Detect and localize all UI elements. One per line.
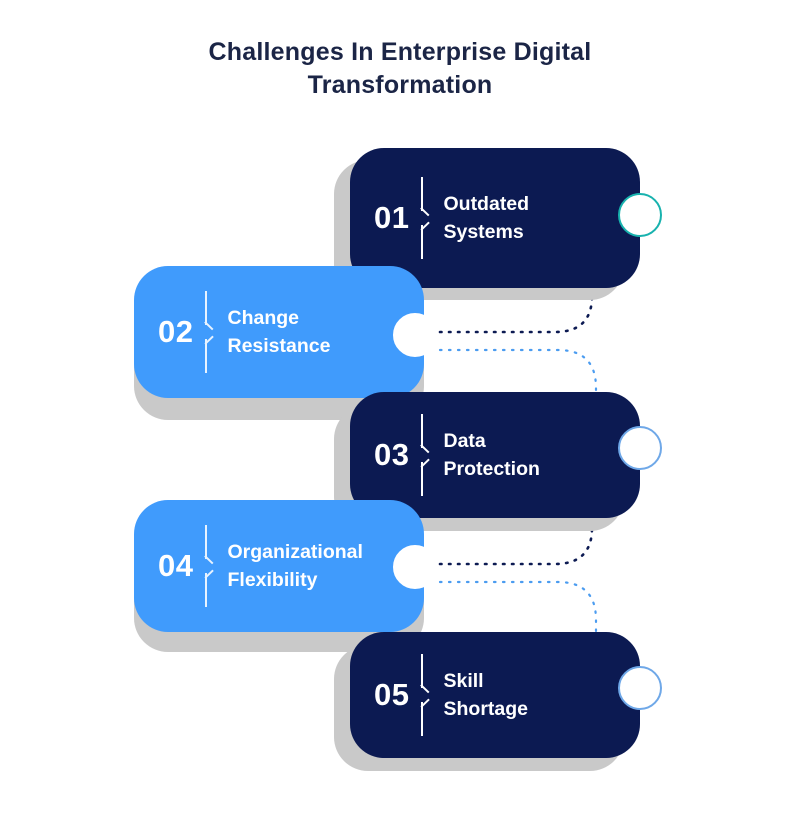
card-02-body[interactable]: 02 Change Resistance [134,266,424,398]
card-04-label: Organizational Flexibility [227,540,363,591]
card-04-node-circle[interactable] [393,545,437,589]
card-02-label: Change Resistance [227,306,331,357]
card-02-number: 02 [158,314,194,349]
card-03-label: Data Protection [443,429,540,480]
card-04-body[interactable]: 04 Organizational Flexibility [134,500,424,632]
card-03-divider-icon [421,414,433,496]
card-01-divider-icon [421,177,433,259]
card-05-node-circle[interactable] [618,666,662,710]
card-01-label: Outdated Systems [443,192,530,243]
card-05-number: 05 [374,677,410,712]
page-title: Challenges In Enterprise Digital Transfo… [208,38,592,99]
card-04-divider-icon [205,525,217,607]
card-03-body[interactable]: 03 Data Protection [350,392,640,518]
card-01-node-circle[interactable] [618,193,662,237]
card-05-body[interactable]: 05 Skill Shortage [350,632,640,758]
card-02-node-circle[interactable] [393,313,437,357]
card-05-label: Skill Shortage [443,669,528,720]
card-03-node-circle[interactable] [618,426,662,470]
card-01-number: 01 [374,200,410,235]
card-05-divider-icon [421,654,433,736]
card-03-number: 03 [374,437,410,472]
card-02-divider-icon [205,291,217,373]
card-04-number: 04 [158,548,194,583]
